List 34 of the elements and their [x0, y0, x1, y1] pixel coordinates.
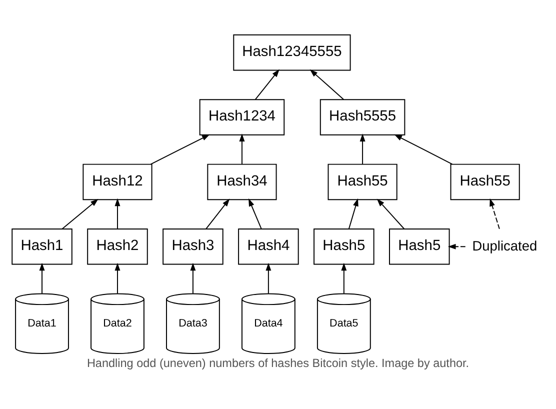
- arrow: [394, 134, 453, 165]
- arrow: [206, 198, 230, 230]
- arrow: [114, 198, 120, 230]
- arrow: [348, 198, 358, 230]
- node-text: Duplicated: [472, 238, 538, 254]
- node-box: Hash55: [450, 164, 520, 200]
- arrow: [248, 198, 262, 230]
- node-box: Hash3: [162, 228, 224, 265]
- arrow: [360, 134, 366, 165]
- node-box: Hash5: [389, 228, 450, 265]
- arrow: [190, 262, 196, 294]
- node-box: Hash34: [207, 164, 277, 200]
- arrow: [490, 198, 500, 230]
- node-box: Hash1: [12, 228, 72, 265]
- arrow: [376, 198, 405, 230]
- arrow: [150, 134, 210, 165]
- arrow: [62, 198, 98, 230]
- arrow: [448, 244, 466, 250]
- arrow: [310, 69, 344, 100]
- arrow: [341, 262, 347, 294]
- node-box: Hash5: [314, 228, 374, 265]
- node-box: Hash12345555: [233, 34, 351, 71]
- node-box: Hash5555: [320, 99, 406, 136]
- caption: Handling odd (uneven) numbers of hashes Bitcoin style. Image by author.: [86, 356, 470, 370]
- node-box: Hash1234: [199, 99, 285, 136]
- node-box: Hash4: [238, 228, 299, 265]
- arrow: [39, 262, 45, 294]
- node-box: Hash12: [82, 164, 152, 200]
- node-box: Hash55: [328, 164, 398, 200]
- arrow: [239, 134, 245, 165]
- arrow: [254, 69, 280, 100]
- arrow: [114, 262, 120, 294]
- arrow: [266, 262, 272, 294]
- node-box: Hash2: [87, 228, 148, 265]
